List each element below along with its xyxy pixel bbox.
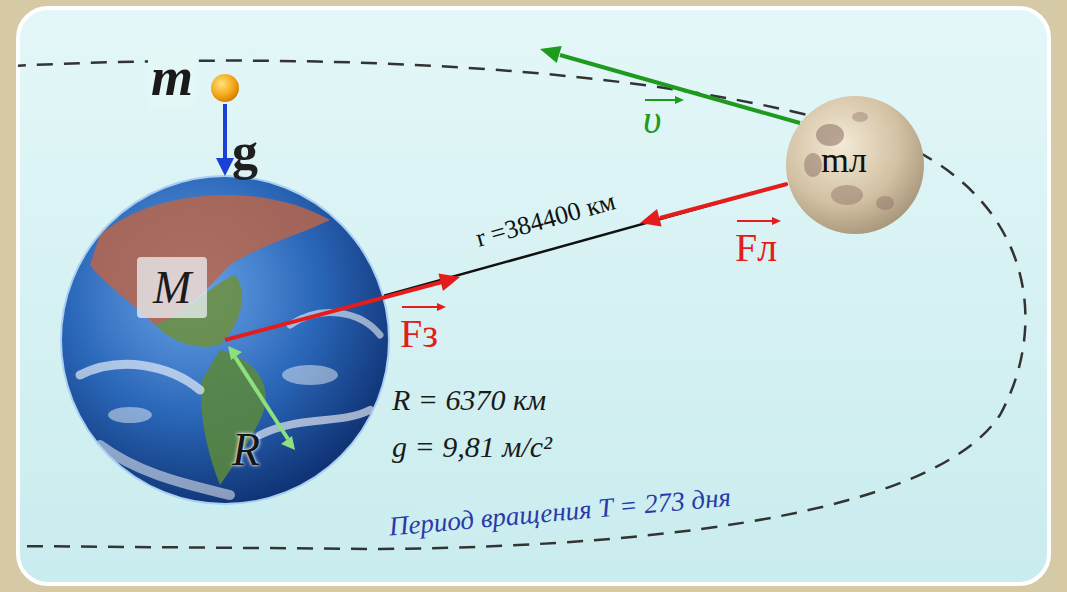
radius-symbol: R [232, 423, 260, 476]
radius-symbol-holder: R [232, 423, 260, 476]
force-symbol-holder: Fз [400, 310, 438, 357]
mass-symbol: m [148, 46, 196, 108]
earth-art [60, 175, 390, 505]
velocity-arrow [540, 46, 800, 123]
mass-symbol: M [153, 261, 191, 314]
radius-value-holder: R = 6370 км [392, 383, 546, 417]
falling-ball [211, 74, 239, 102]
acceleration-symbol: g [232, 122, 258, 181]
mass-symbol-holder: m [148, 46, 196, 108]
orbit-path [18, 61, 1025, 549]
period-note: Период вращения T = 273 дня [384, 481, 736, 542]
moon-force-arrow [640, 184, 787, 227]
vector-mark [737, 217, 781, 225]
radius-value: R = 6370 км [392, 383, 546, 417]
distance-label: r =384400 км [472, 186, 618, 253]
moon: mл [785, 95, 925, 235]
force-symbol: Fл [735, 224, 777, 271]
velocity-symbol: υ [643, 96, 661, 143]
earth-force-arrow [225, 274, 460, 341]
gravity-value-holder: g = 9,81 м/с² [392, 430, 552, 464]
acceleration-symbol-holder: g [232, 122, 258, 181]
period-note-holder: Период вращения T = 273 дня [384, 481, 736, 542]
radius-arrow [228, 346, 295, 450]
vector-mark [645, 96, 684, 104]
gravity-arrow [216, 104, 234, 176]
distance-label-holder: r =384400 км [472, 186, 618, 253]
earth-globe: RM [60, 175, 390, 505]
force-symbol: Fз [400, 310, 438, 357]
distance-line [384, 184, 788, 296]
panel [18, 8, 1049, 584]
vector-mark [402, 303, 446, 311]
gravity-value: g = 9,81 м/с² [392, 430, 552, 464]
mass-box: M [137, 257, 207, 318]
moon-mass-symbol-holder: mл [821, 139, 867, 181]
velocity-symbol-holder: υ [643, 96, 661, 143]
moon-mass-symbol: mл [821, 139, 867, 181]
force-symbol-holder: Fл [735, 224, 777, 271]
